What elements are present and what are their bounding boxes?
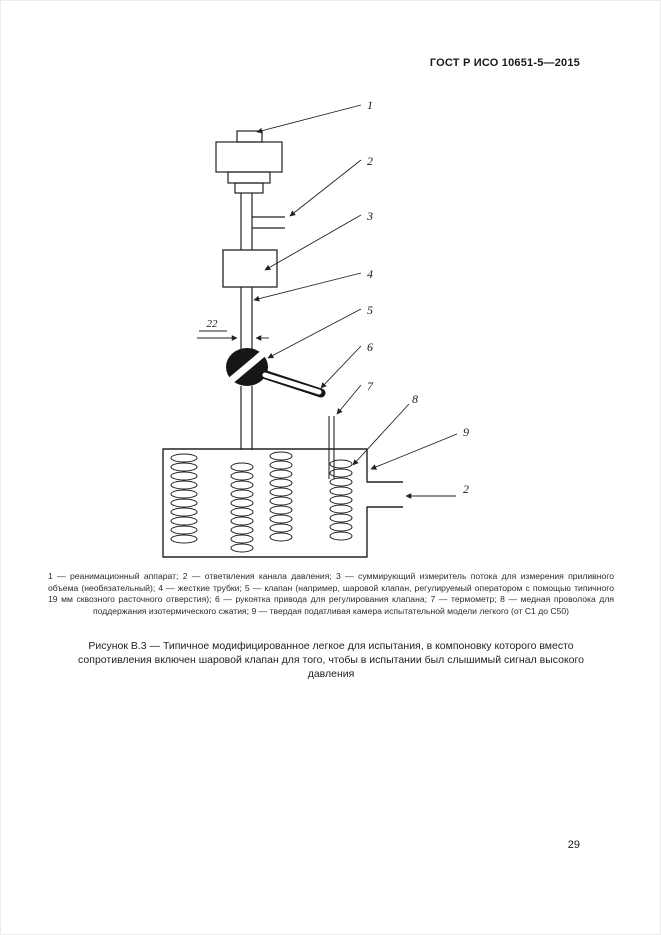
callout-1: 1: [256, 98, 373, 134]
callout-7-label: 7: [367, 379, 374, 393]
callout-9-label: 9: [463, 425, 469, 439]
callout-4: 4: [253, 267, 373, 302]
figure-caption: Рисунок В.3 — Типичное модифицированное …: [78, 640, 584, 680]
callout-5: 5: [267, 303, 373, 359]
dimension-label: 22: [207, 318, 219, 330]
callout-3: 3: [264, 209, 373, 271]
rigid-tube: [240, 193, 253, 450]
callout-9: 9: [370, 425, 469, 470]
callout-3-label: 3: [366, 209, 373, 223]
callout-8-label: 8: [412, 392, 418, 406]
callout-5-label: 5: [367, 303, 373, 317]
copper-wire-coils: [170, 451, 353, 553]
callout-7: 7: [336, 379, 374, 415]
thermometer: [328, 416, 335, 479]
test-lung-chamber: [162, 448, 403, 558]
test-lung-diagram: 22: [162, 98, 469, 558]
valve-handle: [258, 369, 326, 398]
pressure-branch-port: [252, 216, 285, 229]
callout-2b: 2: [405, 482, 469, 499]
callouts: 1 2 3 4 5: [253, 98, 469, 499]
callout-2-label: 2: [367, 154, 373, 168]
figure-b3: 22: [1, 86, 660, 566]
flow-meter-box: [222, 249, 278, 288]
callout-6-label: 6: [367, 340, 373, 354]
callout-8: 8: [352, 392, 418, 466]
callout-2b-label: 2: [463, 482, 469, 496]
ball-valve: [226, 348, 268, 386]
callout-4-label: 4: [367, 267, 373, 281]
callout-1-label: 1: [367, 98, 373, 112]
resuscitator-apparatus: [215, 130, 283, 194]
callout-2: 2: [289, 154, 373, 217]
figure-legend: 1 — реанимационный аппарат; 2 — ответвле…: [48, 571, 614, 616]
callout-6: 6: [320, 340, 373, 389]
page-number: 29: [567, 839, 580, 851]
standard-reference-header: ГОСТ Р ИСО 10651-5—2015: [429, 57, 580, 69]
dimension-22mm: 22: [197, 318, 269, 341]
